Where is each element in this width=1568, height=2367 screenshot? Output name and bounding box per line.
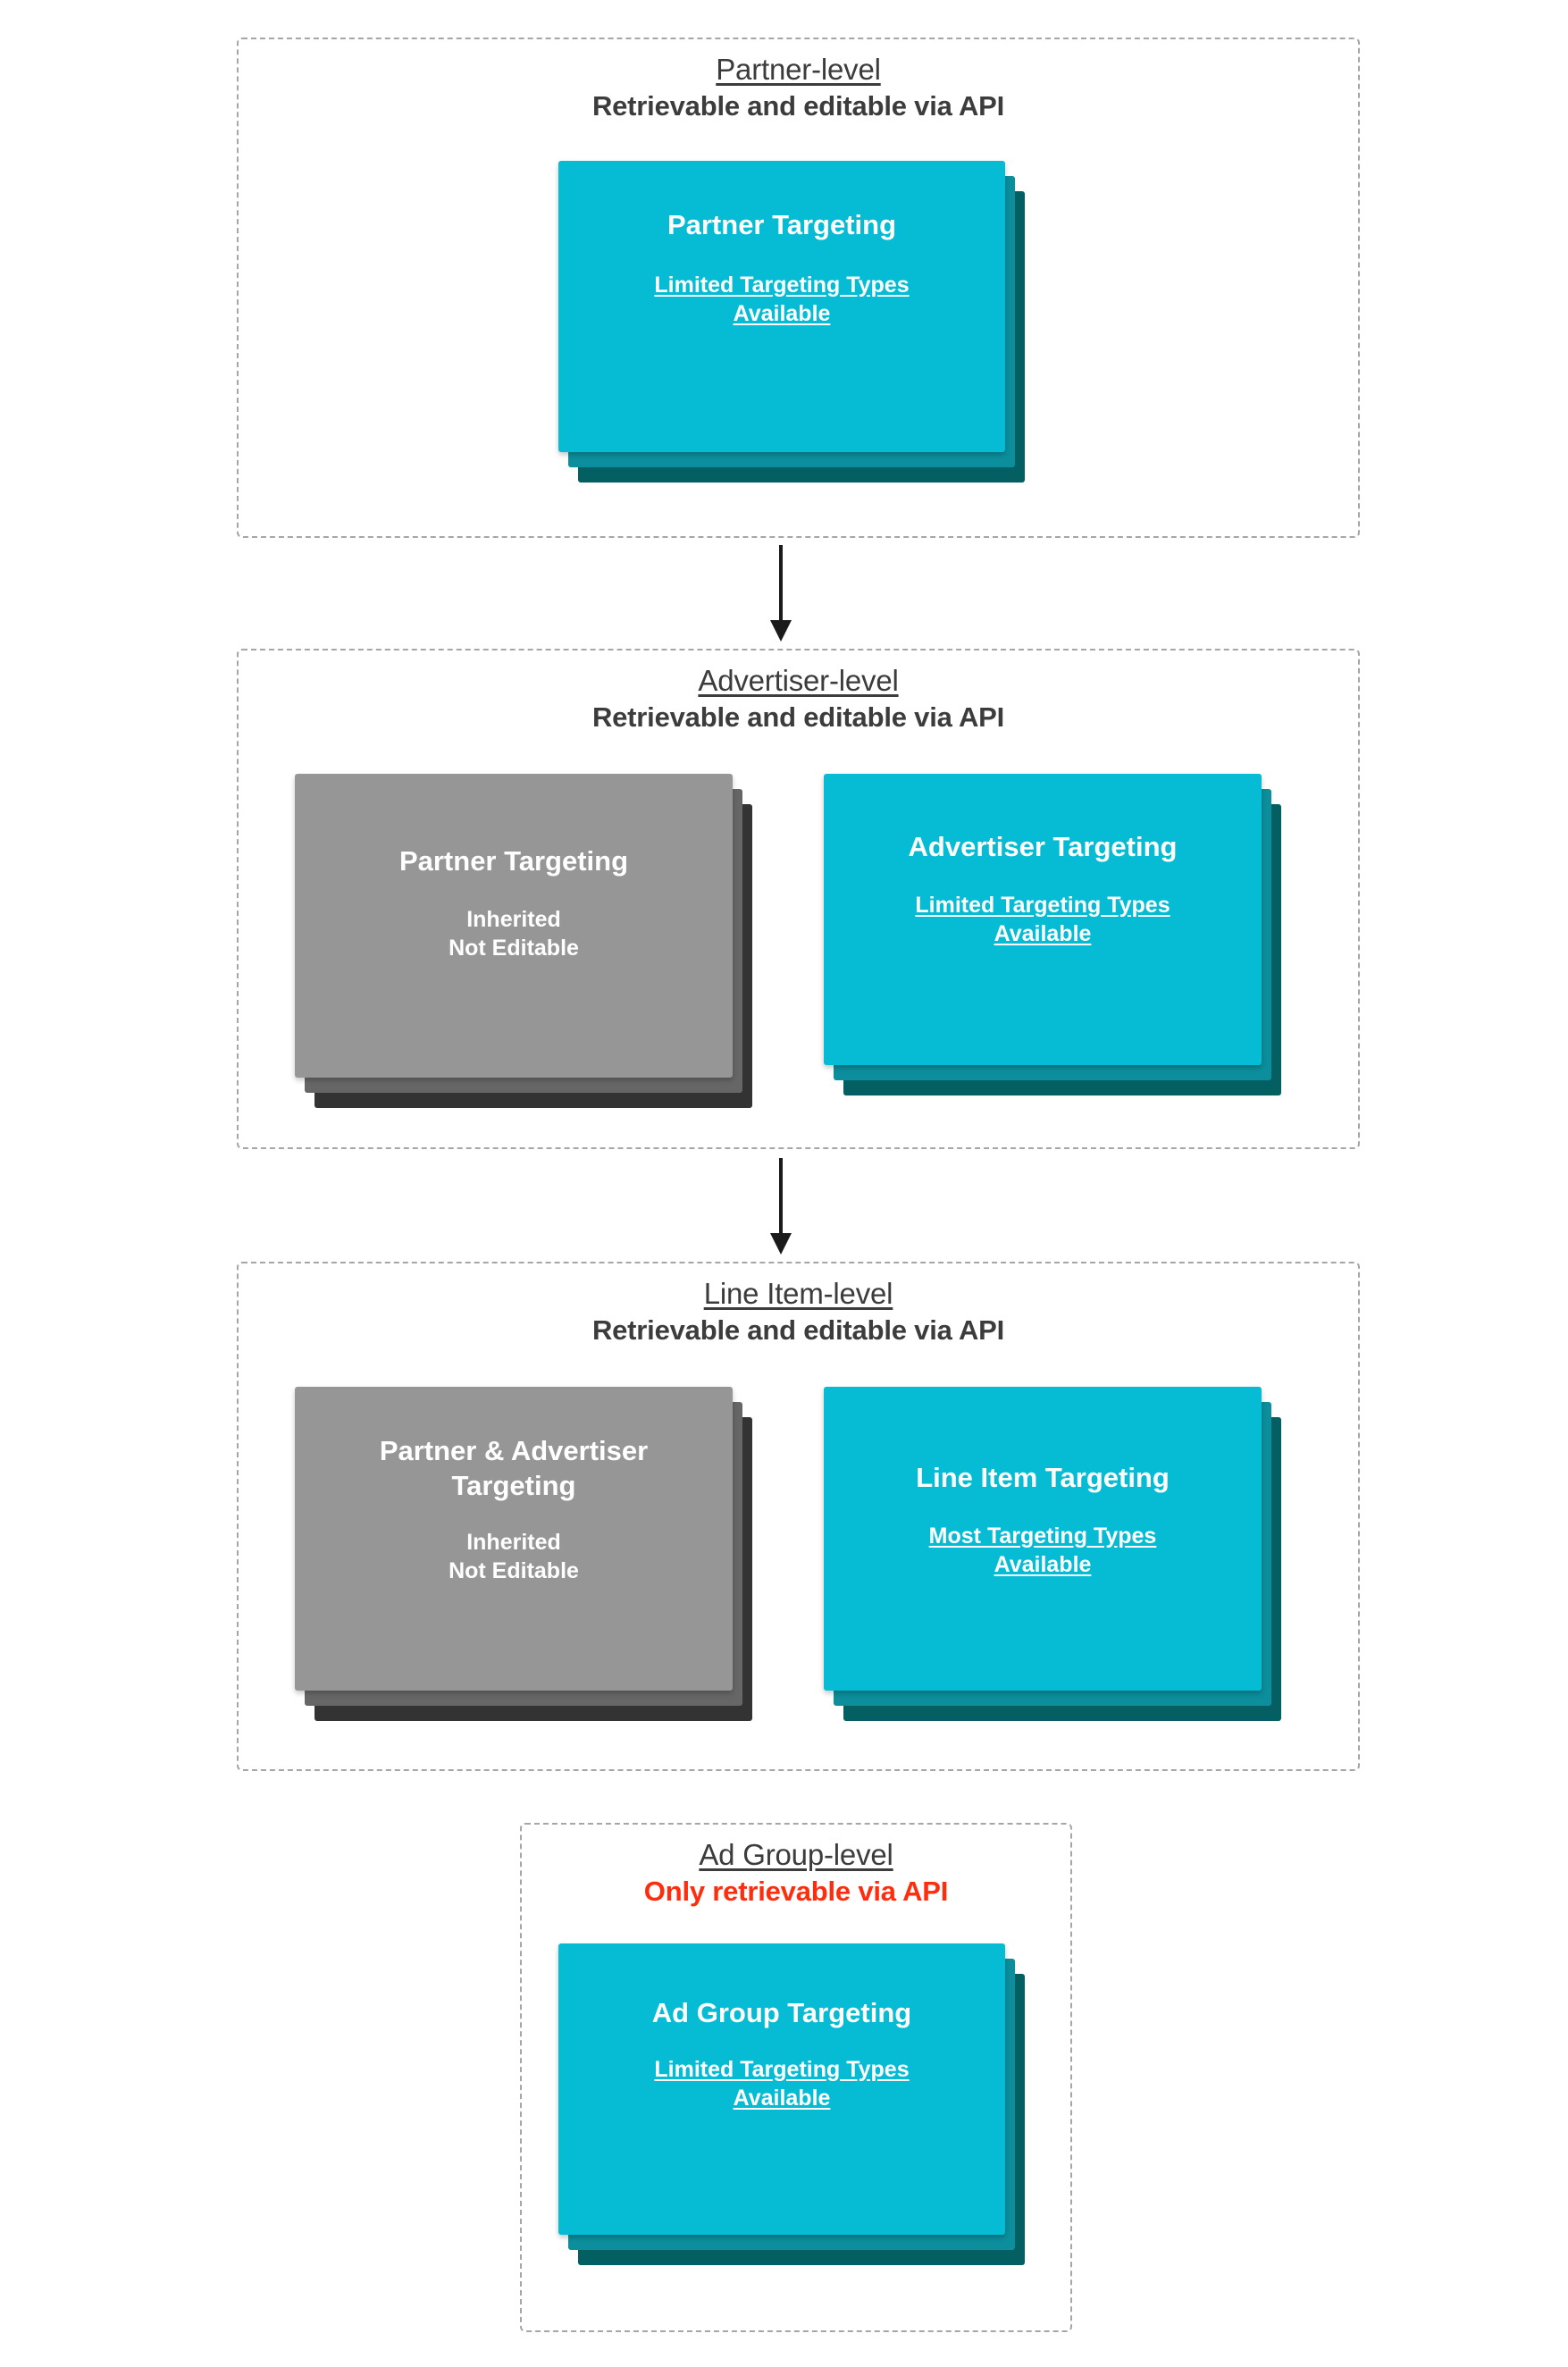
card-title: Partner & Advertiser Targeting: [379, 1435, 649, 1501]
connector-line: [779, 545, 783, 622]
card-stack-partner-targeting[interactable]: Partner Targeting Limited Targeting Type…: [558, 161, 1025, 483]
level-title-advertiser: Advertiser-level: [698, 664, 899, 697]
connector-arrowhead: [770, 1233, 792, 1255]
card-stack-line-item-targeting[interactable]: Line Item Targeting Most Targeting Types…: [824, 1387, 1288, 1735]
level-box-partner: Partner-level Retrievable and editable v…: [237, 38, 1360, 538]
card-stack-line-item-inherited[interactable]: Partner & Advertiser Targeting Inherited…: [295, 1387, 759, 1735]
card-stack-advertiser-targeting[interactable]: Advertiser Targeting Limited Targeting T…: [824, 774, 1288, 1113]
card-stack-advertiser-inherited[interactable]: Partner Targeting Inherited Not Editable: [295, 774, 759, 1113]
card-face-ad-group-targeting[interactable]: Ad Group Targeting Limited Targeting Typ…: [558, 1943, 1005, 2235]
card-note-line1: Limited Targeting Types: [654, 2057, 910, 2082]
card-note-line2: Not Editable: [449, 936, 579, 961]
level-subtitle-advertiser: Retrievable and editable via API: [591, 701, 1005, 733]
card-note-line2: Not Editable: [449, 1558, 579, 1583]
card-stack-ad-group-targeting[interactable]: Ad Group Targeting Limited Targeting Typ…: [558, 1943, 1025, 2283]
connector-line: [779, 1158, 783, 1235]
card-title: Partner Targeting: [667, 209, 897, 240]
level-title-line-item: Line Item-level: [703, 1277, 893, 1310]
connector-advertiser-to-line-item: [754, 1158, 808, 1255]
level-title-ad-group: Ad Group-level: [699, 1838, 893, 1871]
level-subtitle-line-item: Retrievable and editable via API: [591, 1314, 1005, 1346]
level-box-advertiser: Advertiser-level Retrievable and editabl…: [237, 649, 1360, 1149]
level-box-line-item: Line Item-level Retrievable and editable…: [237, 1262, 1360, 1771]
connector-partner-to-advertiser: [754, 545, 808, 642]
level-title-partner: Partner-level: [716, 53, 881, 86]
card-face-line-item-targeting[interactable]: Line Item Targeting Most Targeting Types…: [824, 1387, 1262, 1691]
card-note-line1: Most Targeting Types: [928, 1523, 1157, 1549]
card-title: Ad Group Targeting: [651, 1997, 912, 2028]
level-subtitle-partner: Retrievable and editable via API: [591, 90, 1005, 122]
card-face-partner-targeting-inherited[interactable]: Partner Targeting Inherited Not Editable: [295, 774, 733, 1078]
card-note-line2: Available: [994, 921, 1092, 946]
card-note-line1: Limited Targeting Types: [915, 893, 1170, 918]
card-note-line2: Available: [994, 1552, 1092, 1577]
card-face-partner-targeting[interactable]: Partner Targeting Limited Targeting Type…: [558, 161, 1005, 452]
card-title: Partner Targeting: [398, 845, 629, 877]
card-face-partner-advertiser-targeting-inherited[interactable]: Partner & Advertiser Targeting Inherited…: [295, 1387, 733, 1691]
card-title: Advertiser Targeting: [908, 831, 1178, 862]
card-note-line2: Available: [733, 301, 831, 326]
card-note-line1: Limited Targeting Types: [654, 273, 910, 298]
connector-arrowhead: [770, 620, 792, 642]
card-face-advertiser-targeting[interactable]: Advertiser Targeting Limited Targeting T…: [824, 774, 1262, 1065]
level-box-ad-group: Ad Group-level Only retrievable via API: [520, 1823, 1072, 2332]
card-note-line2: Available: [733, 2086, 831, 2111]
card-note-line1: Inherited: [466, 907, 561, 932]
card-title: Line Item Targeting: [916, 1462, 1170, 1493]
level-subtitle-ad-group: Only retrievable via API: [643, 1876, 949, 1907]
card-note-line1: Inherited: [466, 1530, 561, 1555]
